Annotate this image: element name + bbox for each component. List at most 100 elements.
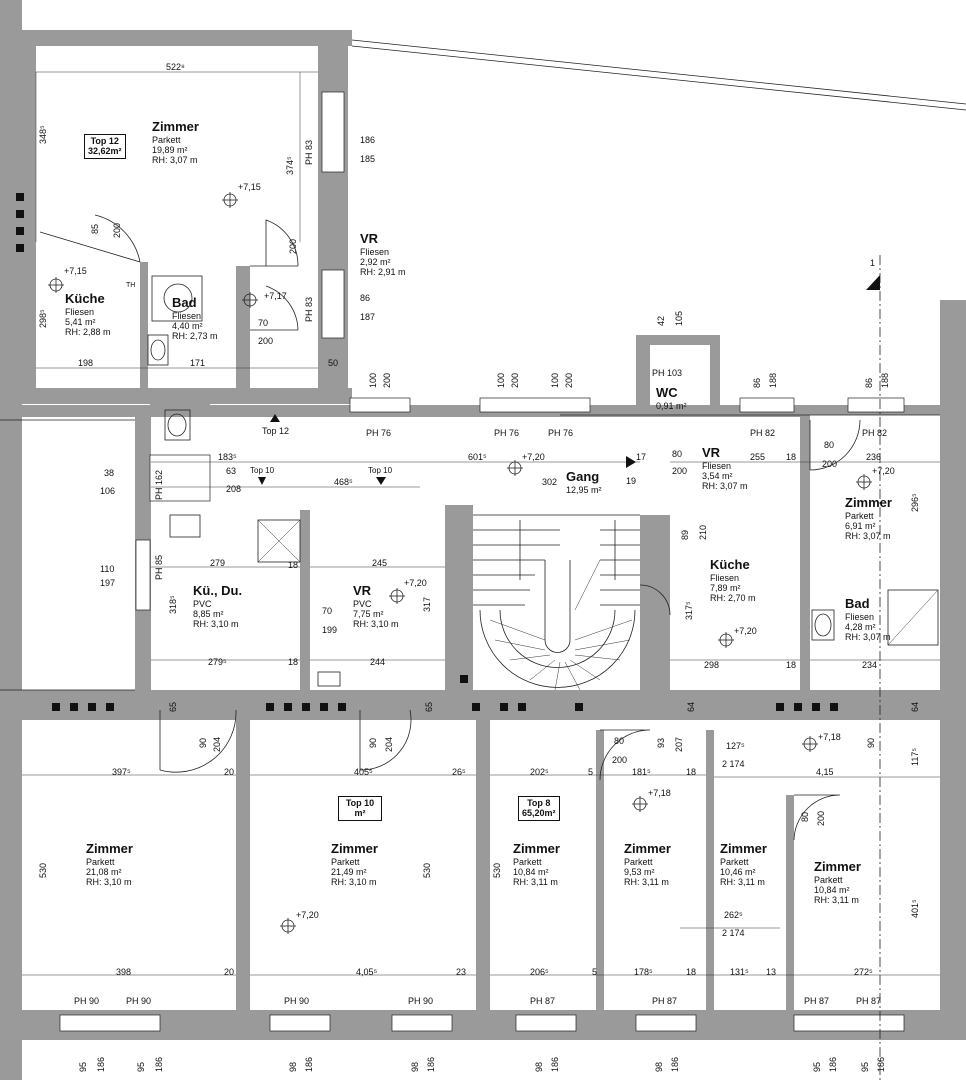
dim-label: 200 (112, 222, 122, 238)
room-area: 6,91 m² (845, 520, 876, 531)
sill-dim: 200 (510, 372, 520, 388)
sill-dim: 95 (860, 1061, 870, 1072)
dim-label: 20 (224, 767, 235, 777)
windows (59, 91, 905, 1032)
room-name: Zimmer (152, 119, 199, 134)
level-triangles (258, 414, 636, 485)
dim-label: 318⁵ (168, 595, 178, 614)
elevation-label: +7,20 (296, 910, 319, 920)
room-floor: Fliesen (360, 246, 390, 257)
room-floor: Parkett (845, 510, 874, 521)
dim-label: 397⁵ (112, 767, 131, 777)
dim-label: 262⁵ (724, 910, 743, 920)
dim-label: 530 (422, 862, 432, 878)
room-fills (22, 46, 940, 1010)
room-area: 10,84 m² (513, 866, 549, 877)
ph-label: PH 90 (284, 996, 310, 1006)
sill-dim: 98 (410, 1061, 420, 1072)
room-area: 0,91 m² (656, 400, 687, 411)
dim-label: 279⁵ (208, 657, 227, 667)
wall-int-8 (800, 415, 810, 515)
wall-int-6 (300, 510, 310, 690)
room-floor: Parkett (152, 134, 181, 145)
wall-top12-east (318, 30, 348, 402)
dim-label: 200 (288, 238, 298, 254)
room-height: RH: 2,88 m (65, 326, 111, 337)
elevation-label: +7,20 (872, 466, 895, 476)
shaft-markers (16, 193, 838, 711)
sill-dim: 100 (496, 372, 506, 388)
room-area: 7,89 m² (710, 582, 741, 593)
room-t8-zimmer-2: Zimmer Parkett 9,53 m² RH: 3,11 m (624, 841, 671, 887)
dim-label: 298 (704, 660, 720, 670)
room-t8-kueche: Küche Fliesen 7,89 m² RH: 2,70 m (710, 557, 756, 603)
elevation-label: +7,18 (648, 788, 671, 798)
elevation-label: +7,15 (238, 182, 261, 192)
dim-label: 65 (424, 701, 434, 712)
sill-dim: 186 (828, 1056, 838, 1072)
room-area: 5,41 m² (65, 316, 96, 327)
dim-label: 234 (862, 660, 878, 670)
room-area: 4,28 m² (845, 621, 876, 632)
sill-dim: 200 (564, 372, 574, 388)
dim-label: 245 (372, 558, 388, 568)
room-name: VR (702, 445, 721, 460)
ph-label: PH 87 (804, 996, 830, 1006)
ph-label: PH 90 (408, 996, 434, 1006)
unit-box-top12: Top 12 32,62m² (84, 134, 126, 159)
dim-label: 200 (672, 466, 688, 476)
room-floor: Parkett (814, 874, 843, 885)
room-name: WC (656, 385, 678, 400)
dim-label: 90 (198, 737, 208, 748)
sill-dim: 86 (752, 377, 762, 388)
dim-label: 317 (422, 596, 432, 612)
room-wc: WC 0,91 m² (656, 385, 687, 411)
room-area: 21,08 m² (86, 866, 122, 877)
room-name: VR (360, 231, 379, 246)
unit-label: Top 10 (345, 798, 375, 808)
dim-label: 530 (492, 862, 502, 878)
room-area: 21,49 m² (331, 866, 367, 877)
room-name: Zimmer (814, 859, 861, 874)
staircase (473, 514, 640, 691)
wall-int-5 (786, 795, 794, 1010)
room-floor: Fliesen (702, 460, 732, 471)
sill-dim: 186 (876, 1056, 886, 1072)
room-height: RH: 3,11 m (513, 876, 558, 887)
dim-label: 70 (322, 606, 333, 616)
unit-area: 65,20m² (522, 808, 556, 819)
dim-label: 64 (910, 701, 920, 712)
sill-dim: 188 (768, 372, 778, 388)
room-t12-zimmer: Zimmer Parkett 19,89 m² RH: 3,07 m (152, 119, 199, 165)
room-t10-kue-du: Kü., Du. PVC 8,85 m² RH: 3,10 m (193, 583, 242, 629)
dim-label: 4,05⁵ (356, 967, 378, 977)
wall-kueche-top12 (140, 262, 148, 390)
wall-front-mid (0, 690, 966, 720)
dim-label: 204 (384, 736, 394, 752)
dim-label: 200 (258, 336, 274, 346)
ph-label: PH 103 (652, 368, 683, 378)
dim-label: 23 (456, 967, 467, 977)
wall-int-4 (706, 730, 714, 1010)
room-name: Zimmer (331, 841, 378, 856)
dim-label: 20 (224, 967, 235, 977)
dim-label: 2 174 (722, 928, 745, 938)
ph-label: PH 85 (154, 554, 164, 580)
sill-dim: 98 (534, 1061, 544, 1072)
dim-label: 207 (674, 736, 684, 752)
dim-label: 17 (636, 452, 647, 462)
elevation-markers (48, 192, 872, 934)
unit-label: Top 8 (527, 798, 551, 808)
dim-label: 272⁵ (854, 967, 873, 977)
ph-label: PH 87 (856, 996, 882, 1006)
room-area: 19,89 m² (152, 144, 188, 155)
room-height: RH: 3,10 m (193, 618, 239, 629)
dim-label: 26⁵ (452, 767, 466, 777)
dim-label: 210 (698, 524, 708, 540)
room-floor: PVC (193, 598, 212, 609)
section-marker-label: 1 (870, 258, 876, 268)
sill-dim: 188 (880, 372, 890, 388)
dim-label: 200 (822, 459, 838, 469)
dim-label: 70 (258, 318, 269, 328)
